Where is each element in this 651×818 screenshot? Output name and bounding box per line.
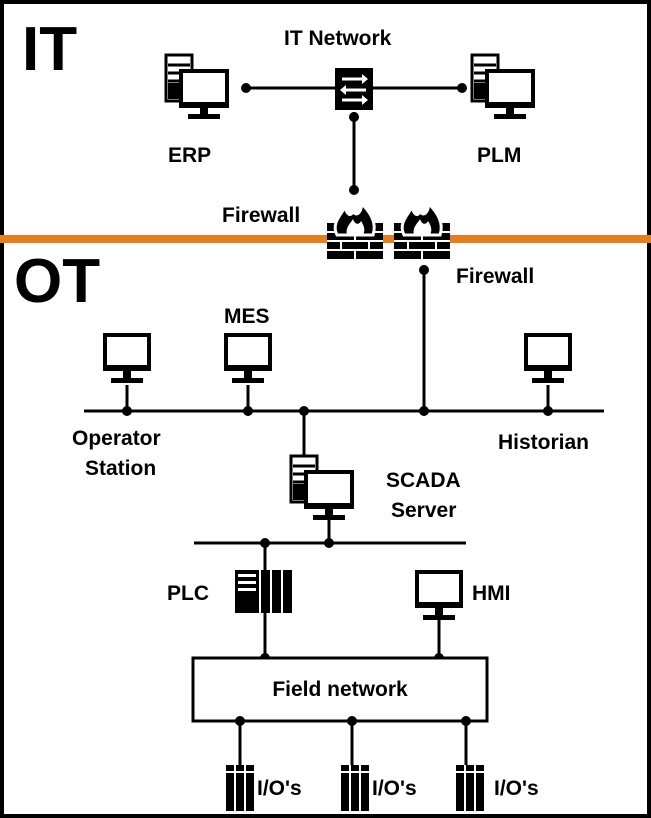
historian-label: Historian [498, 431, 589, 454]
it-network-label: IT Network [284, 27, 392, 50]
io-links [235, 716, 471, 765]
scada-label-line1: SCADA [386, 469, 461, 492]
field-network-links [260, 613, 444, 663]
firewall-it-label: Firewall [222, 204, 300, 227]
it-ot-boundary-line [0, 235, 651, 243]
plc-rack-icon [235, 570, 292, 613]
io-label-3: I/O's [494, 777, 539, 800]
io-module-icon-3 [456, 765, 484, 811]
plm-label: PLM [477, 144, 521, 167]
network-switch-icon [335, 68, 373, 110]
hmi-workstation-icon [413, 570, 465, 622]
io-label-2: I/O's [372, 777, 417, 800]
field-network-label: Field network [272, 678, 408, 701]
operator-station-icon [101, 333, 153, 385]
io-module-icon-2 [341, 765, 369, 811]
firewall-icon-ot [392, 201, 452, 261]
firewall-icon-it [325, 201, 385, 261]
plc-label: PLC [167, 582, 209, 605]
it-zone-label: IT [22, 15, 77, 84]
scada-label-line2: Server [391, 499, 456, 522]
erp-server-icon [164, 53, 231, 121]
io-label-1: I/O's [257, 777, 302, 800]
historian-workstation-icon [522, 333, 574, 385]
operator-station-label-line1: Operator [72, 427, 161, 450]
field-network-box [191, 656, 489, 723]
ot-zone-label: OT [14, 247, 100, 316]
plm-server-icon [470, 53, 537, 121]
mes-workstation-icon [222, 333, 274, 385]
it-network-links [241, 83, 467, 195]
erp-label: ERP [168, 144, 211, 167]
mes-label: MES [224, 305, 270, 328]
hmi-label: HMI [472, 582, 511, 605]
scada-bus [194, 520, 466, 570]
operator-station-label-line2: Station [85, 457, 156, 480]
scada-server-icon [289, 454, 356, 522]
firewall-ot-label: Firewall [456, 265, 534, 288]
ot-control-bus [84, 265, 604, 456]
io-module-icon-1 [226, 765, 254, 811]
